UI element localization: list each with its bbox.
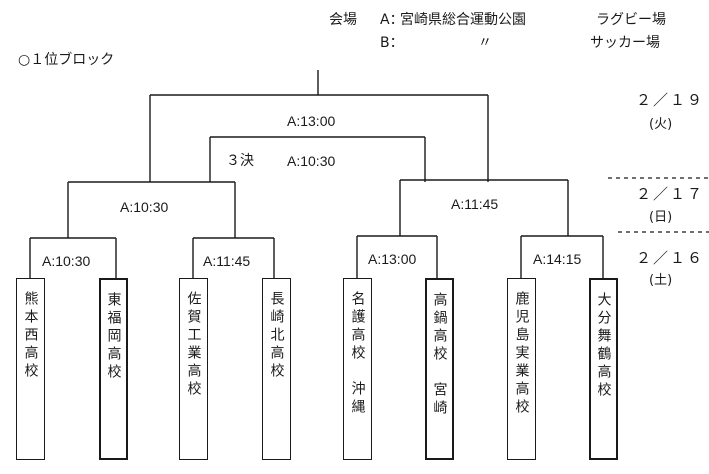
venue-b-name: 〃 bbox=[478, 35, 492, 51]
match-semi-right-time: A:11:45 bbox=[451, 196, 499, 212]
match-r1-1-time: A:10:30 bbox=[42, 253, 91, 269]
venue-a-key: A： bbox=[380, 12, 404, 28]
team-name: 佐賀工業高校 bbox=[185, 291, 202, 399]
team-box-takanabe: 高鍋高校 宮崎 bbox=[425, 278, 454, 460]
team-name: 高鍋高校 宮崎 bbox=[431, 292, 448, 418]
team-name: 鹿児島実業高校 bbox=[513, 291, 530, 417]
date-first-round: ２／１６ bbox=[636, 249, 705, 267]
venue-b-field: サッカー場 bbox=[590, 35, 660, 51]
team-box-saga-kogyo: 佐賀工業高校 bbox=[179, 278, 208, 460]
venue-a-field: ラグビー場 bbox=[596, 12, 666, 28]
team-box-nagasaki-kita: 長崎北高校 bbox=[262, 278, 291, 460]
venue-label: 会場 bbox=[329, 12, 357, 28]
block-title: ○１位ブロック bbox=[18, 52, 115, 68]
match-r1-4-time: A:14:15 bbox=[533, 251, 582, 267]
date-semi: ２／１７ bbox=[636, 185, 705, 203]
team-name: 長崎北高校 bbox=[268, 291, 285, 381]
team-name: 東福岡高校 bbox=[105, 292, 122, 382]
team-box-kumamoto-nishi: 熊本西高校 bbox=[16, 278, 45, 460]
match-final-time: A:13:00 bbox=[287, 113, 336, 129]
team-name: 熊本西高校 bbox=[22, 291, 39, 381]
date-final: ２／１９ bbox=[636, 91, 705, 109]
day-final: (火) bbox=[649, 117, 673, 132]
team-name: 大分舞鶴高校 bbox=[595, 292, 612, 400]
venue-b-key: B： bbox=[380, 35, 404, 51]
day-semi: (日) bbox=[649, 210, 673, 225]
third-place-time: A:10:30 bbox=[287, 153, 336, 169]
match-semi-left-time: A:10:30 bbox=[120, 199, 169, 215]
third-place-label: ３決 bbox=[226, 153, 254, 169]
team-box-nago: 名護高校 沖縄 bbox=[343, 278, 372, 460]
day-first-round: (土) bbox=[649, 273, 673, 288]
team-box-kagoshima-jitsugyo: 鹿児島実業高校 bbox=[507, 278, 536, 460]
match-r1-3-time: A:13:00 bbox=[368, 251, 417, 267]
team-name: 名護高校 沖縄 bbox=[349, 291, 366, 417]
venue-a-name: 宮崎県総合運動公園 bbox=[400, 12, 526, 28]
team-box-oita-maizuru: 大分舞鶴高校 bbox=[589, 278, 618, 460]
team-box-higashi-fukuoka: 東福岡高校 bbox=[99, 278, 128, 460]
match-r1-2-time: A:11:45 bbox=[203, 253, 251, 269]
